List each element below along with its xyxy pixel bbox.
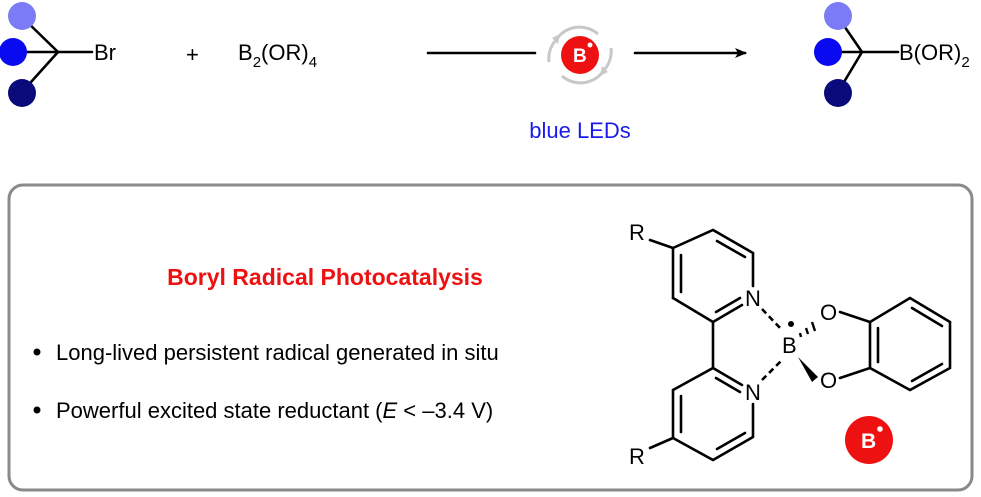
substituent-dark-icon <box>824 79 852 107</box>
plus-sign: + <box>186 42 199 67</box>
nitrogen-bottom: N <box>745 380 761 405</box>
substituent-blue-icon <box>814 38 842 66</box>
info-panel <box>7 183 974 492</box>
oxygen-top: O <box>820 300 837 325</box>
boron-atom: B <box>782 333 797 358</box>
alkyl-bromide: Br <box>0 2 116 107</box>
condition-label: blue LEDs <box>529 118 631 143</box>
leaving-group: Br <box>94 40 116 65</box>
catalyst-badge-label: B <box>573 46 587 67</box>
radical-dot-icon <box>788 321 794 327</box>
panel-title: Boryl Radical Photocatalysis <box>167 264 483 290</box>
catalyst-cycle-icon: B <box>547 25 613 85</box>
bullet-2: Powerful excited state reductant (E < –3… <box>56 398 493 423</box>
boryl-radical-structure <box>648 228 952 462</box>
substituent-light-icon <box>824 2 852 30</box>
substituent-blue-icon <box>0 38 27 66</box>
boronate-group: B(OR)2 <box>899 40 970 71</box>
alkyl-boronate-product: B(OR)2 <box>814 2 970 107</box>
bullet-icon <box>33 348 41 356</box>
boryl-radical-badge: B <box>845 416 893 464</box>
r-group-top: R <box>629 220 645 245</box>
substituent-dark-icon <box>8 79 36 107</box>
bullet-icon <box>33 406 41 414</box>
diboron-reagent: B2(OR)4 <box>238 40 317 71</box>
substituent-light-icon <box>8 2 36 30</box>
nitrogen-top: N <box>745 286 761 311</box>
bullet-1: Long-lived persistent radical generated … <box>56 340 499 365</box>
badge-label: B <box>861 430 876 453</box>
r-group-bottom: R <box>629 444 645 469</box>
oxygen-bottom: O <box>820 368 837 393</box>
